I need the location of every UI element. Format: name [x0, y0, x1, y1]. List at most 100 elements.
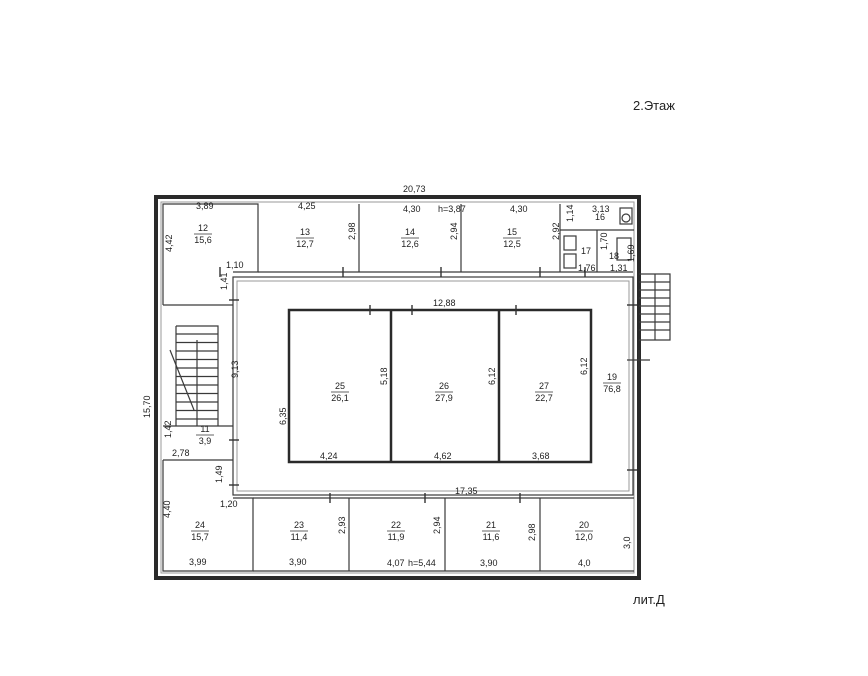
- room-area: 12,5: [503, 239, 521, 249]
- dimension-label: h=3,87: [438, 204, 466, 214]
- dimension-label: 3,89: [196, 201, 214, 211]
- dimension-label: 2,98: [347, 222, 357, 240]
- dimension-label: 4,42: [164, 234, 174, 252]
- room-area: 12,7: [296, 239, 314, 249]
- room-21: 21 11,6: [482, 520, 500, 542]
- room-13: 13 12,7: [296, 227, 314, 249]
- room-26: 26 27,9: [435, 381, 453, 403]
- dimension-label: 2,94: [449, 222, 459, 240]
- dimension-label: 1,31: [610, 263, 628, 273]
- room-19: 19 76,8: [603, 372, 621, 394]
- room-12: 12 15,6: [194, 223, 212, 245]
- room-number: 14: [405, 227, 415, 237]
- dimension-label: 3,90: [480, 558, 498, 568]
- dimension-label: 4,25: [298, 201, 316, 211]
- building-label: лит.Д: [633, 592, 665, 607]
- dimension-label: 4,30: [403, 204, 421, 214]
- room-27: 27 22,7: [535, 381, 553, 403]
- dimension-label: h=5,44: [408, 558, 436, 568]
- room-number: 19: [607, 372, 617, 382]
- dimension-label: 17,35: [455, 486, 478, 496]
- door-marks: [219, 267, 637, 503]
- room-number: 27: [539, 381, 549, 391]
- room-area: 76,8: [603, 384, 621, 394]
- dimension-label: 4,40: [162, 500, 172, 518]
- dimension-label: 5,18: [379, 367, 389, 385]
- dimension-label: 2,93: [337, 516, 347, 534]
- dimension-label: 3,68: [532, 451, 550, 461]
- dimension-label: 4,0: [578, 558, 591, 568]
- dimension-label: 12,88: [433, 298, 456, 308]
- dimension-label: 9,13: [230, 360, 240, 378]
- floor-label: 2.Этаж: [633, 98, 675, 113]
- room-16: 16: [595, 212, 605, 222]
- right-external-stair: [627, 273, 671, 370]
- dimension-label: 3,13: [592, 204, 610, 214]
- dimension-label: 20,73: [403, 184, 426, 194]
- dimension-label: 4,07: [387, 558, 405, 568]
- room-11: 113,9: [196, 424, 214, 446]
- dimension-label: 1,42: [163, 420, 173, 438]
- central-halls: [287, 308, 593, 464]
- dimension-label: 1,70: [599, 232, 609, 250]
- room-area: 11,6: [483, 532, 500, 542]
- room-number: 13: [300, 227, 310, 237]
- dimension-label: 1,10: [226, 260, 244, 270]
- room-area: 15,7: [191, 532, 209, 542]
- stair-steps: [176, 333, 218, 420]
- dimension-label: 1,20: [220, 499, 238, 509]
- room-18: 18: [609, 251, 619, 261]
- dimension-label: 2,92: [551, 222, 561, 240]
- dimension-label: 4,24: [320, 451, 338, 461]
- room-area: 27,9: [435, 393, 453, 403]
- room-area: 3,9: [199, 436, 212, 446]
- room-23: 23 11,4: [290, 520, 308, 542]
- room-area: 11,9: [388, 532, 405, 542]
- dimension-label: 1,41: [219, 272, 229, 290]
- room-number: 18: [609, 251, 619, 261]
- room-area: 11,4: [291, 532, 308, 542]
- room-20: 20 12,0: [575, 520, 593, 542]
- dimension-label: 6,35: [278, 407, 288, 425]
- room-area: 26,1: [331, 393, 349, 403]
- room-area: 12,6: [401, 239, 419, 249]
- external-stair-steps: [639, 281, 670, 331]
- dimension-label: 1,14: [565, 204, 575, 222]
- room-number: 20: [579, 520, 589, 530]
- top-rooms-walls: [162, 203, 634, 306]
- outer-walls: [154, 195, 641, 580]
- room-number: 26: [439, 381, 449, 391]
- corridor-ring: [232, 276, 634, 496]
- dimension-label: 4,62: [434, 451, 452, 461]
- dimension-labels: 20,73 15,70 12,88 17,35 3,89 4,25 4,30 h=3,87 4,…: [142, 184, 636, 568]
- dimension-label: 15,70: [142, 395, 152, 418]
- room-number: 16: [595, 212, 605, 222]
- dimension-label: 4,30: [510, 204, 528, 214]
- room-number: 21: [486, 520, 496, 530]
- dimension-label: 6,12: [579, 357, 589, 375]
- room-17: 17: [581, 246, 591, 256]
- room-number: 12: [198, 223, 208, 233]
- room-area: 15,6: [194, 235, 212, 245]
- dimension-label: 1,49: [214, 465, 224, 483]
- room-25: 25 26,1: [331, 381, 349, 403]
- dimension-label: 1,76: [578, 263, 596, 273]
- room-15: 15 12,5: [503, 227, 521, 249]
- dimension-label: 2,94: [432, 516, 442, 534]
- room-number: 23: [294, 520, 304, 530]
- dimension-label: 1,69: [626, 244, 636, 262]
- dimension-label: 3,90: [289, 557, 307, 567]
- dimension-label: 3,0: [622, 536, 632, 549]
- bottom-rooms-walls: [162, 460, 634, 572]
- room-area: 12,0: [575, 532, 593, 542]
- room-number: 15: [507, 227, 517, 237]
- room-number: 17: [581, 246, 591, 256]
- room-22: 22 11,9: [387, 520, 405, 542]
- room-number: 11: [200, 424, 209, 434]
- dimension-label: 6,12: [487, 367, 497, 385]
- room-number: 25: [335, 381, 345, 391]
- room-area: 22,7: [535, 393, 553, 403]
- room-number: 22: [391, 520, 401, 530]
